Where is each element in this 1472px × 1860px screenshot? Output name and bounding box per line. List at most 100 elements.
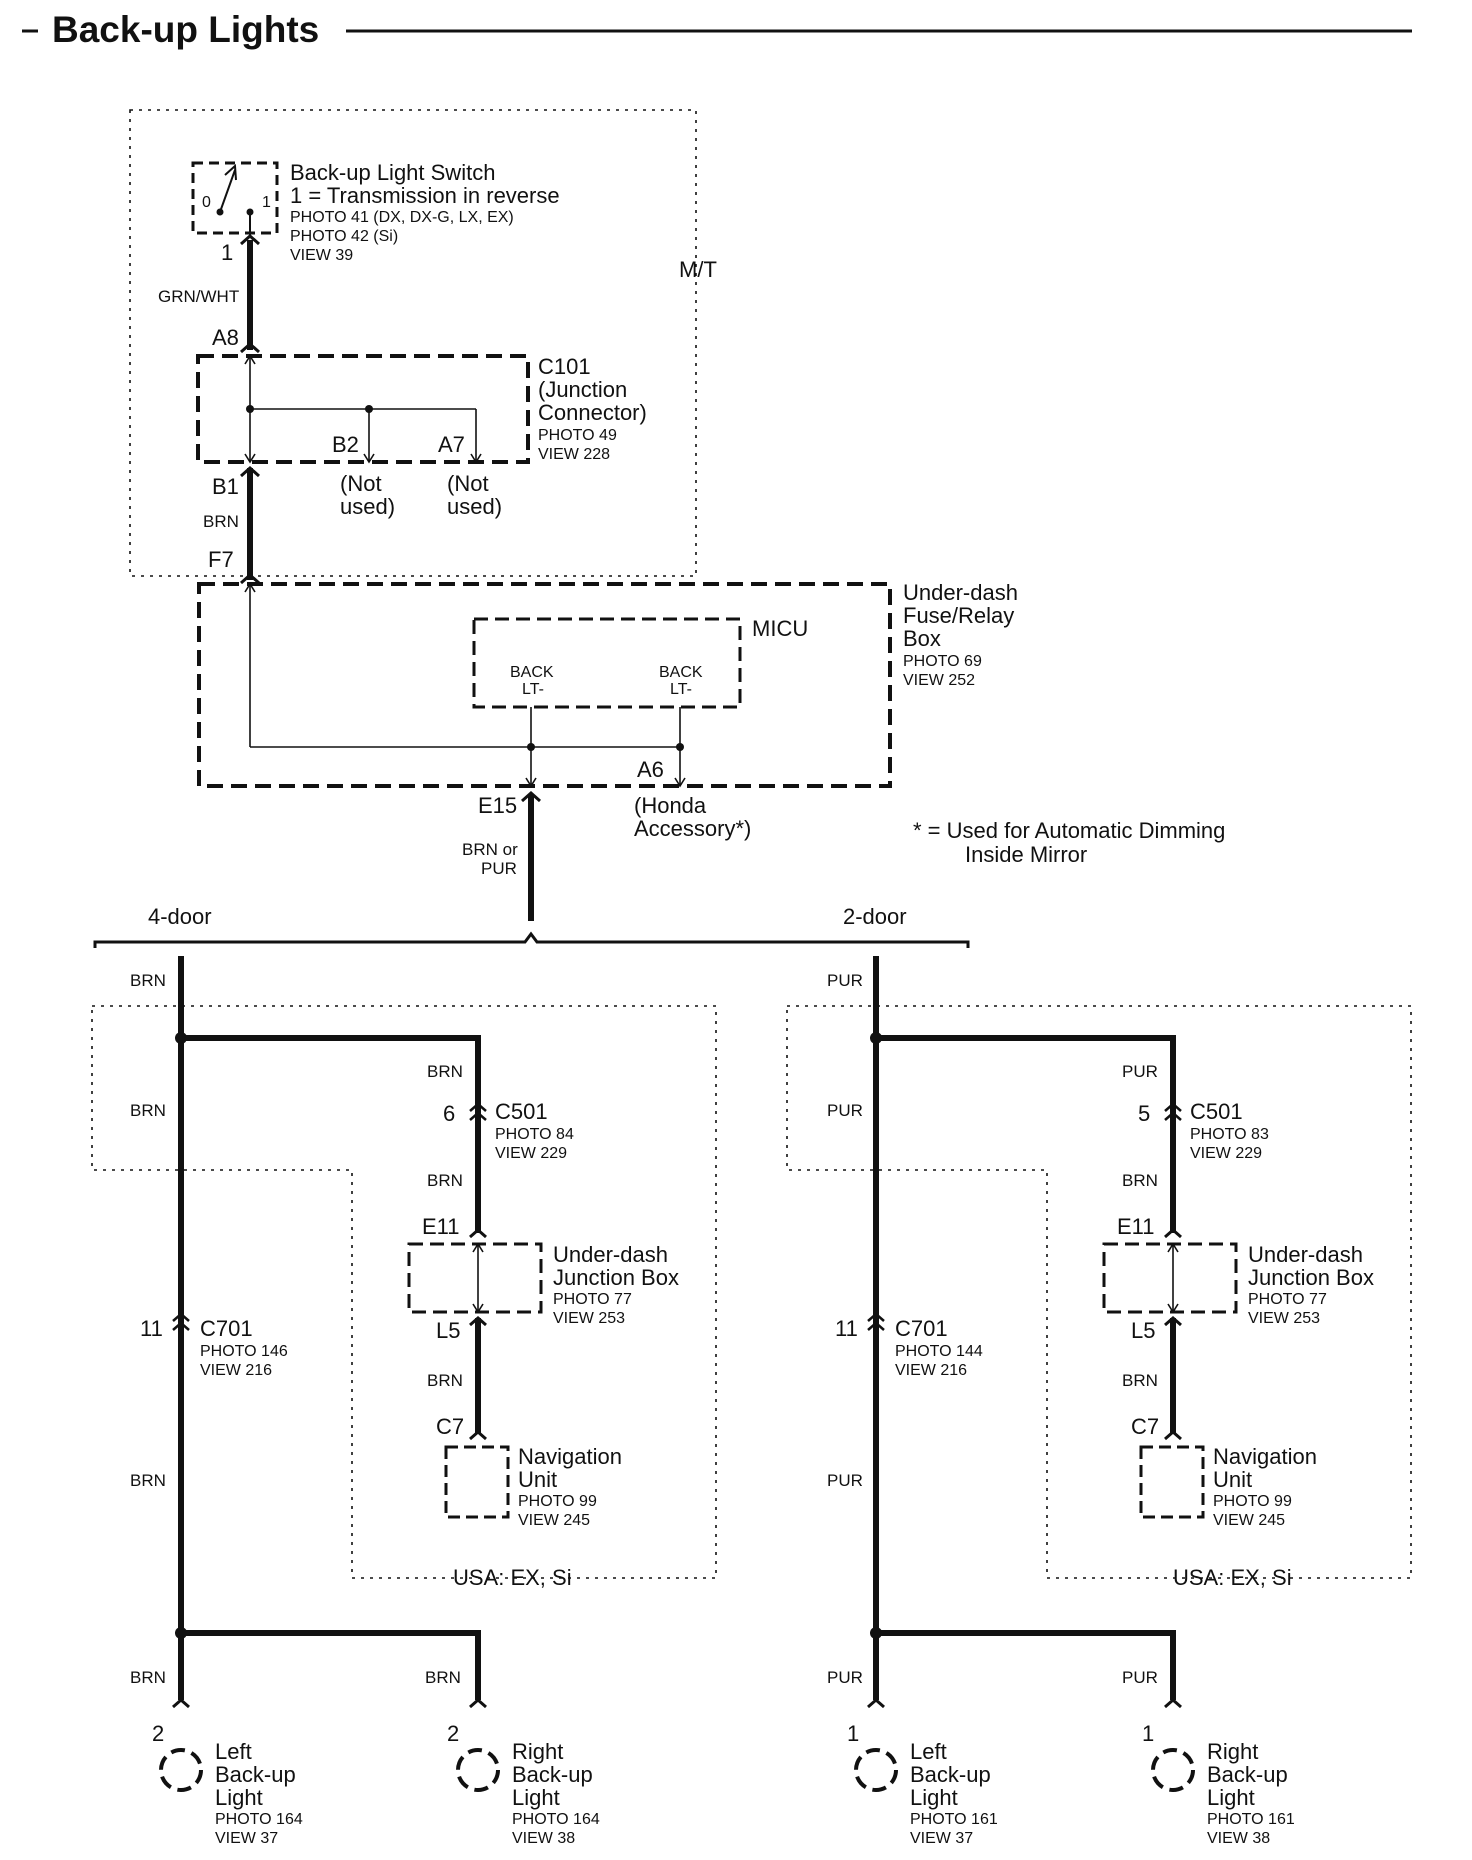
c101-a7-arrow — [470, 453, 482, 464]
left-c7: C7 — [436, 1414, 464, 1439]
left-c701-photo: PHOTO 146 — [200, 1343, 288, 1360]
left-lampL-photo: PHOTO 164 — [215, 1811, 303, 1828]
switch-pivot — [216, 208, 224, 216]
right-c501: C501 — [1190, 1099, 1243, 1124]
left-jb-line2: Junction Box — [553, 1265, 679, 1290]
left-lampR-connector — [469, 1698, 487, 1709]
c101-pin-b2: B2 — [332, 432, 359, 457]
left-jb-line1: Under-dash — [553, 1242, 668, 1267]
note-line1: * = Used for Automatic Dimming — [913, 818, 1225, 843]
right-c7-connector — [1164, 1430, 1182, 1441]
left-lampR-line2: Back-up — [512, 1762, 593, 1787]
right-jb-view: VIEW 253 — [1248, 1310, 1320, 1327]
left-jb-arrow-top — [472, 1242, 484, 1253]
right-lampR-view: VIEW 38 — [1207, 1830, 1270, 1847]
micu-lt-2: LT- — [670, 681, 692, 698]
relay-honda1: (Honda — [634, 793, 707, 818]
left-lampR-wire — [181, 1630, 481, 1700]
mt-label: M/T — [679, 257, 717, 282]
right-c501-view: VIEW 229 — [1190, 1145, 1262, 1162]
right-nav-wire-label: BRN — [1122, 1371, 1158, 1390]
micu-lt-1: LT- — [522, 681, 544, 698]
left-nav-photo: PHOTO 99 — [518, 1493, 597, 1510]
right-jb-box — [1102, 1242, 1238, 1314]
left-wire-label-2: BRN — [130, 1101, 166, 1120]
branch-2door-group: PUR PUR PUR 11 C701 PHOTO 144 VIEW 216 P… — [786, 956, 1412, 1847]
branch-4door: 4-door — [148, 904, 212, 929]
left-c501-wire-label: BRN — [427, 1062, 463, 1081]
right-usa-boundary — [786, 1005, 1412, 1579]
left-nav-line1: Navigation — [518, 1444, 622, 1469]
left-nav-wire-label: BRN — [427, 1371, 463, 1390]
relay-e15-arrow — [525, 777, 537, 788]
left-lampL-line3: Light — [215, 1785, 263, 1810]
c101-photo: PHOTO 49 — [538, 427, 617, 444]
c101-arrow-bot — [244, 453, 256, 464]
left-lampL-wire-label: BRN — [130, 1668, 166, 1687]
right-nav-line1: Navigation — [1213, 1444, 1317, 1469]
page-title: Back-up Lights — [52, 9, 319, 50]
left-jb-box — [407, 1242, 543, 1314]
c101-pin-a8: A8 — [212, 325, 239, 350]
left-lampL-line2: Back-up — [215, 1762, 296, 1787]
right-lampR-pin: 1 — [1142, 1721, 1154, 1746]
left-lampR-photo: PHOTO 164 — [512, 1811, 600, 1828]
wire-brn-1-label: BRN — [203, 512, 239, 531]
relay-a6-arrow — [674, 777, 686, 788]
left-c501-view: VIEW 229 — [495, 1145, 567, 1162]
right-usa-label: USA: EX, Si — [1173, 1565, 1292, 1590]
micu-back-1: BACK — [510, 664, 554, 681]
micu-label: MICU — [752, 616, 808, 641]
right-l5-connector — [1164, 1316, 1182, 1327]
right-jb-arrow-top — [1167, 1242, 1179, 1253]
left-nav-box — [444, 1445, 510, 1519]
note-line2: Inside Mirror — [965, 842, 1087, 867]
c101-used1: used) — [340, 494, 395, 519]
right-jb-line2: Junction Box — [1248, 1265, 1374, 1290]
left-c7-connector — [469, 1430, 487, 1441]
right-lampR-line3: Light — [1207, 1785, 1255, 1810]
c101-pin-b1: B1 — [212, 474, 239, 499]
right-lampL-line2: Back-up — [910, 1762, 991, 1787]
relay-honda2: Accessory*) — [634, 816, 751, 841]
right-lampR-connector — [1164, 1698, 1182, 1709]
left-lampR-wire-label: BRN — [425, 1668, 461, 1687]
right-lampL-line3: Light — [910, 1785, 958, 1810]
right-jb-line1: Under-dash — [1248, 1242, 1363, 1267]
left-jb-view: VIEW 253 — [553, 1310, 625, 1327]
right-nav-box — [1139, 1445, 1205, 1519]
right-e11: E11 — [1117, 1214, 1155, 1239]
right-lampR-photo: PHOTO 161 — [1207, 1811, 1295, 1828]
c101-box — [196, 354, 530, 464]
branch-4door-group: BRN BRN BRN 11 C701 PHOTO 146 VIEW 216 B… — [91, 956, 717, 1847]
relay-pin-f7: F7 — [208, 547, 234, 572]
right-c7: C7 — [1131, 1414, 1159, 1439]
c101-pin-a7: A7 — [438, 432, 465, 457]
left-wire-label-1: BRN — [130, 971, 166, 990]
left-lampL-view: VIEW 37 — [215, 1830, 278, 1847]
left-wire-label-3: BRN — [130, 1471, 166, 1490]
left-nav-view: VIEW 245 — [518, 1512, 590, 1529]
mt-boundary — [129, 109, 697, 577]
right-c701-pin: 11 — [835, 1316, 858, 1341]
left-jb-arrow-bot — [472, 1303, 484, 1314]
c101-not2: (Not — [447, 471, 489, 496]
left-l5-connector — [469, 1316, 487, 1327]
left-c501-pin: 6 — [443, 1101, 455, 1126]
right-e11-connector — [1164, 1228, 1182, 1239]
right-lampL-photo: PHOTO 161 — [910, 1811, 998, 1828]
switch-pos1: 1 — [262, 194, 271, 211]
relay-line2: Fuse/Relay — [903, 603, 1014, 628]
branch-2door: 2-door — [843, 904, 907, 929]
wire-main-label-2: PUR — [481, 859, 517, 878]
relay-node-1 — [527, 743, 535, 751]
c101-line2: (Junction — [538, 377, 627, 402]
left-c701: C701 — [200, 1316, 253, 1341]
switch-pos0: 0 — [202, 194, 211, 211]
right-wire-label-1: PUR — [827, 971, 863, 990]
connector-a8 — [240, 341, 260, 354]
relay-photo: PHOTO 69 — [903, 653, 982, 670]
c101-used2: used) — [447, 494, 502, 519]
connector-1 — [240, 233, 260, 246]
left-l5: L5 — [436, 1318, 460, 1343]
